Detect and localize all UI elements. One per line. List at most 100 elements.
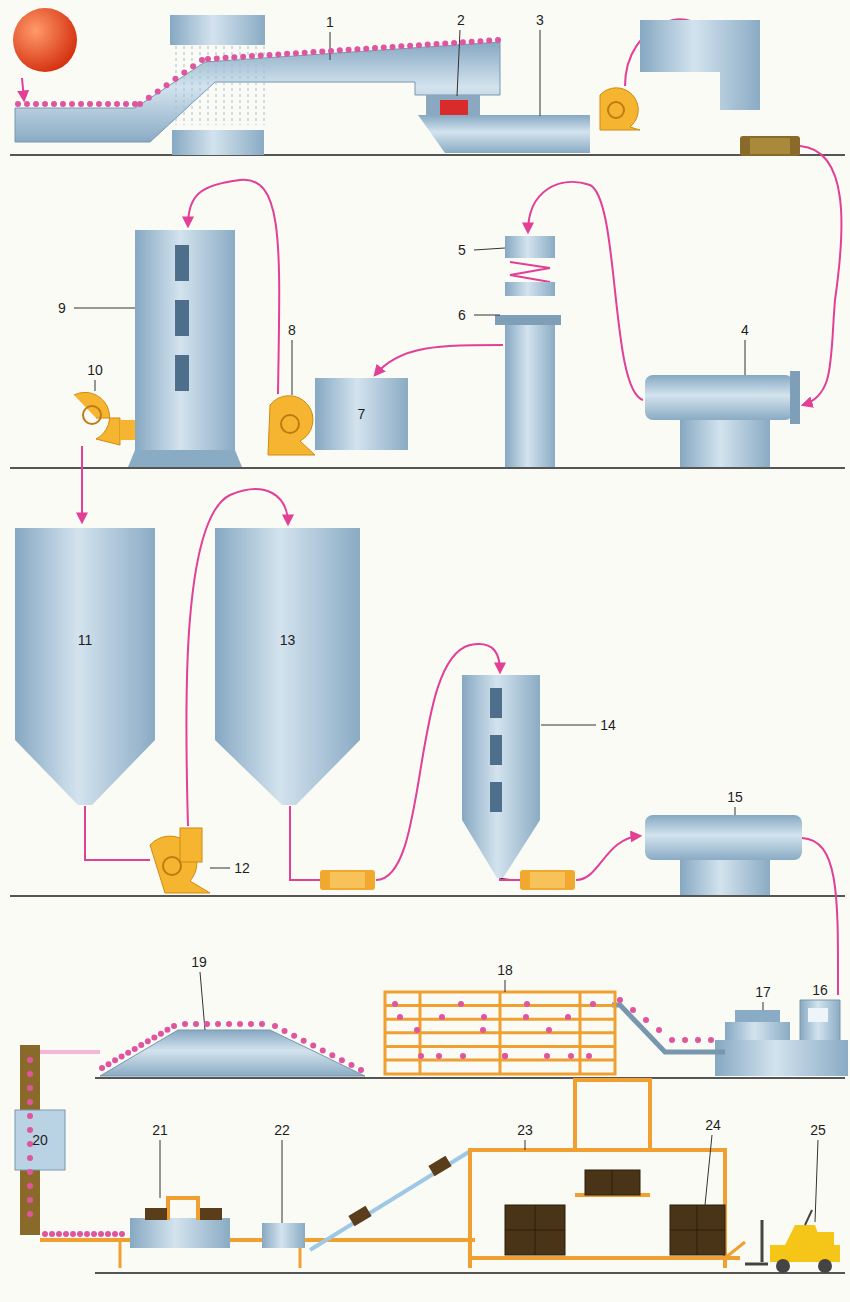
product-piece: [204, 1021, 210, 1027]
spray-line: [240, 46, 241, 125]
product-piece: [70, 1231, 76, 1237]
spray-line: [184, 46, 185, 125]
spray-line: [176, 46, 177, 125]
product-piece: [258, 53, 264, 59]
storage-silo: 11: [15, 560, 155, 720]
product-piece: [259, 1021, 265, 1027]
product-piece: [695, 1037, 701, 1043]
product-piece: [106, 1061, 112, 1067]
product-piece: [138, 1042, 144, 1048]
product-piece: [346, 47, 352, 53]
product-piece: [119, 1231, 125, 1237]
product-piece: [469, 39, 475, 45]
product-piece: [99, 1065, 105, 1071]
product-piece: [158, 1031, 164, 1037]
product-piece: [329, 1052, 335, 1058]
product-piece: [328, 48, 334, 54]
rack-post: [579, 992, 582, 1074]
product-piece: [524, 1001, 530, 1007]
product-piece: [15, 101, 21, 107]
callout-number: 25: [808, 1122, 828, 1138]
product-piece: [565, 1014, 571, 1020]
product-piece: [190, 63, 196, 69]
product-piece: [282, 1028, 288, 1034]
callout-number: 1: [324, 14, 336, 30]
product-piece: [27, 1071, 33, 1077]
product-piece: [590, 1001, 596, 1007]
product-piece: [381, 44, 387, 50]
product-piece: [460, 1053, 466, 1059]
product-piece: [568, 1053, 574, 1059]
product-piece: [27, 1155, 33, 1161]
product-piece: [310, 1043, 316, 1049]
product-piece: [60, 101, 66, 107]
callout-number: 4: [739, 322, 751, 338]
product-piece: [193, 1021, 199, 1027]
product-piece: [275, 51, 281, 57]
rack-post: [499, 992, 502, 1074]
product-piece: [164, 82, 170, 88]
product-piece: [151, 1034, 157, 1040]
product-piece: [63, 1231, 69, 1237]
product-piece: [27, 1169, 33, 1175]
product-piece: [436, 1053, 442, 1059]
product-piece: [182, 1021, 188, 1027]
product-piece: [502, 1053, 508, 1059]
product-piece: [42, 1231, 48, 1237]
callout-number: 6: [456, 307, 468, 323]
product-piece: [226, 1021, 232, 1027]
product-piece: [442, 40, 448, 46]
callout-number: 16: [810, 982, 830, 998]
product-piece: [249, 53, 255, 59]
product-piece: [137, 101, 143, 107]
product-piece: [24, 101, 30, 107]
product-piece: [284, 51, 290, 57]
product-piece: [33, 101, 39, 107]
product-piece: [523, 1014, 529, 1020]
product-piece: [84, 1231, 90, 1237]
product-piece: [123, 101, 129, 107]
product-piece: [237, 1021, 243, 1027]
product-piece: [363, 46, 369, 52]
product-piece: [91, 1231, 97, 1237]
spray-line: [192, 46, 193, 125]
product-piece: [49, 1231, 55, 1237]
product-piece: [231, 54, 237, 60]
callout-number: 9: [56, 300, 68, 316]
product-piece: [477, 38, 483, 44]
product-piece: [51, 101, 57, 107]
product-piece: [458, 1001, 464, 1007]
spray-line: [256, 46, 257, 125]
callout-number: 22: [272, 1122, 292, 1138]
product-piece: [407, 43, 413, 49]
product-piece: [132, 1046, 138, 1052]
callout-number: 7: [358, 407, 366, 421]
product-piece: [223, 55, 229, 61]
product-piece: [214, 55, 220, 61]
product-piece: [481, 1014, 487, 1020]
product-piece: [656, 1027, 662, 1033]
product-piece: [291, 1033, 297, 1039]
product-piece: [27, 1141, 33, 1147]
product-piece: [439, 1014, 445, 1020]
product-piece: [105, 1231, 111, 1237]
product-piece: [546, 1027, 552, 1033]
product-piece: [617, 997, 623, 1003]
product-piece: [301, 1038, 307, 1044]
callout-number: 24: [703, 1117, 723, 1133]
product-piece: [27, 1197, 33, 1203]
callout-number: 21: [150, 1122, 170, 1138]
product-piece: [146, 95, 152, 101]
product-piece: [155, 88, 161, 94]
product-piece: [56, 1231, 62, 1237]
product-piece: [354, 46, 360, 52]
product-piece: [78, 101, 84, 107]
product-piece: [293, 50, 299, 56]
product-piece: [643, 1017, 649, 1023]
product-piece: [390, 44, 396, 50]
product-piece: [27, 1099, 33, 1105]
product-piece: [302, 50, 308, 56]
product-piece: [181, 70, 187, 76]
product-piece: [171, 1023, 177, 1029]
callout-number: 12: [232, 860, 252, 876]
